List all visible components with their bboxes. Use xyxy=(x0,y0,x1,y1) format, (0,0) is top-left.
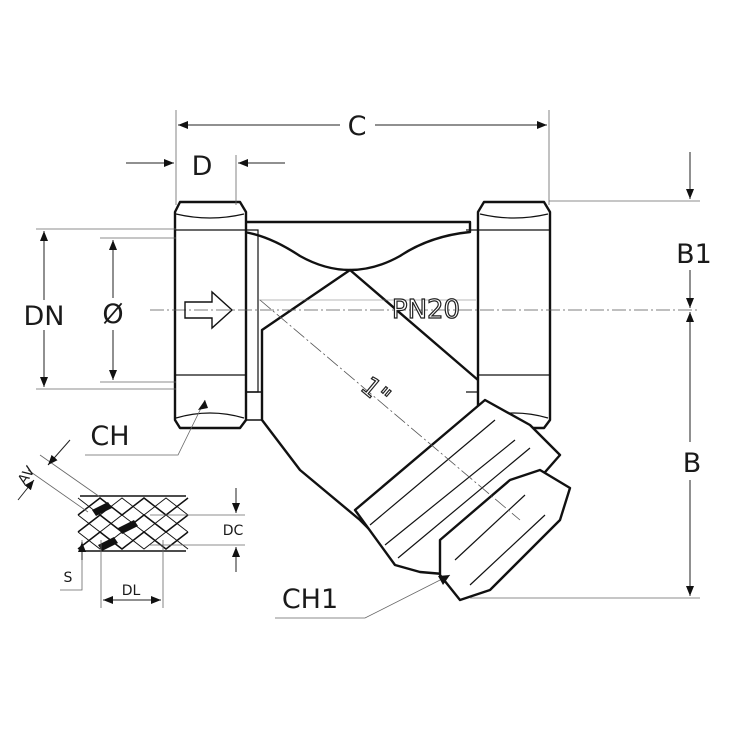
arrow-right-icon xyxy=(184,290,234,330)
dimension-b1: B1 xyxy=(549,152,712,308)
callout-ch-label: CH xyxy=(90,421,129,452)
strainer-centerline xyxy=(259,299,521,521)
dimension-dn: DN xyxy=(24,228,176,390)
strainer-cap xyxy=(353,398,562,577)
left-hex-end xyxy=(173,200,248,430)
pressure-rating-marking: PN20 xyxy=(392,295,460,325)
dimension-s-label: S xyxy=(64,570,73,586)
dimension-b1-label: B1 xyxy=(676,239,712,270)
callout-ch1-label: CH1 xyxy=(282,584,338,615)
mesh-detail: DC DL S AV xyxy=(15,439,245,608)
strainer-nut xyxy=(438,468,572,602)
dimension-b-label: B xyxy=(683,448,702,479)
callout-ch1: CH1 xyxy=(275,574,451,619)
dimension-diameter-label: Ø xyxy=(102,299,123,330)
dimension-d: D xyxy=(126,151,285,205)
dimension-dc-label: DC xyxy=(223,523,244,539)
valve-body xyxy=(173,200,572,602)
dimension-d-label: D xyxy=(192,151,213,182)
dimension-dl-label: DL xyxy=(122,583,141,599)
dimension-diameter: Ø xyxy=(100,237,176,383)
dimension-b: B xyxy=(470,312,702,599)
dimension-c: C xyxy=(175,110,550,205)
dimension-dn-label: DN xyxy=(24,301,65,332)
right-hex-end xyxy=(476,200,552,430)
dimension-c-label: C xyxy=(348,111,367,142)
dimension-av-label: AV xyxy=(15,463,39,487)
callout-ch: CH xyxy=(85,399,208,456)
